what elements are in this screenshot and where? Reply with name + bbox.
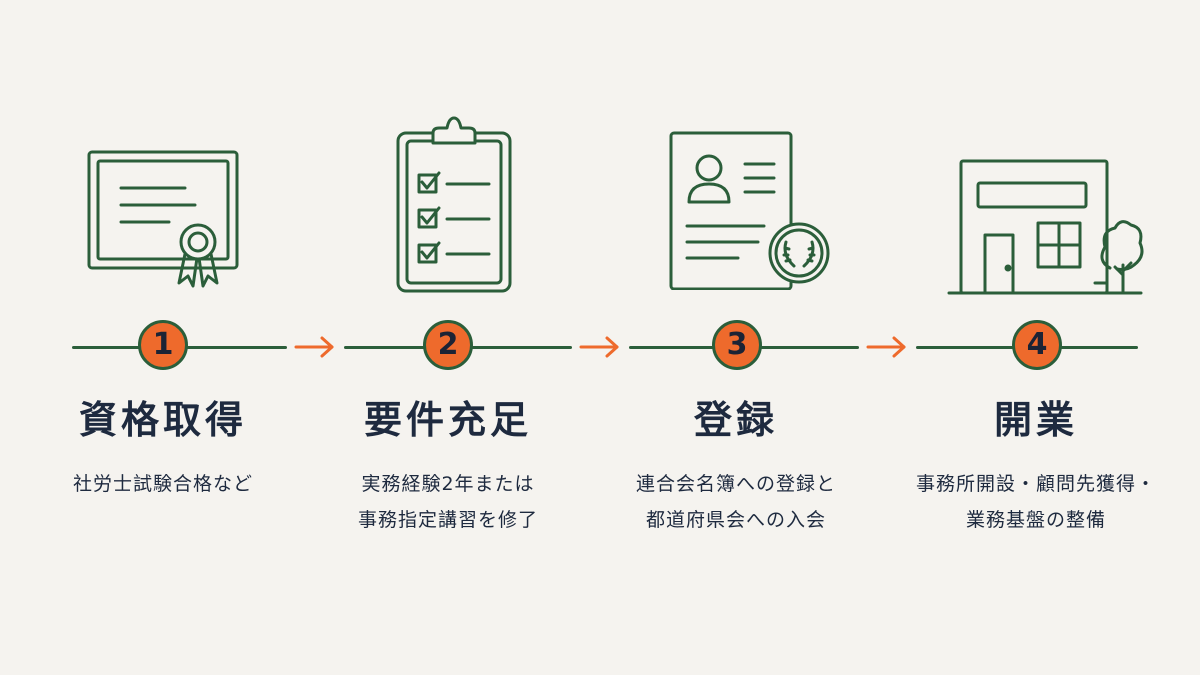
checklist-clipboard-icon [395,115,515,295]
step-description: 事務所開設・顧問先獲得・ 業務基盤の整備 [886,466,1186,538]
step-number-badge: 1 [138,320,188,370]
step-number-badge: 3 [712,320,762,370]
office-building-icon [945,155,1145,300]
step-description-line: 都道府県会への入会 [645,509,826,531]
step-title: 開業 [993,398,1078,442]
step-description-line: 社労士試験合格など [72,473,253,495]
step-description: 連合会名簿への登録と 都道府県会への入会 [586,466,886,538]
step-title: 資格取得 [78,398,247,442]
step-number-badge: 4 [1012,320,1062,370]
step-description-line: 業務基盤の整備 [965,509,1106,531]
step-title: 要件充足 [363,398,532,442]
arrow-icon [294,334,336,364]
step-description-line: 事務指定講習を修了 [357,509,538,531]
step-description-line: 連合会名簿への登録と [635,473,836,495]
step-description: 実務経験2年または 事務指定講習を修了 [298,466,598,538]
step-description: 社労士試験合格など [13,466,313,502]
step-description-line: 実務経験2年または [361,473,535,495]
step-description-line: 事務所開設・顧問先獲得・ [915,473,1156,495]
certificate-icon [85,148,245,293]
arrow-icon [579,334,621,364]
arrow-icon [866,334,908,364]
registration-document-icon [668,130,833,290]
step-title: 登録 [693,398,778,442]
step-number-badge: 2 [423,320,473,370]
